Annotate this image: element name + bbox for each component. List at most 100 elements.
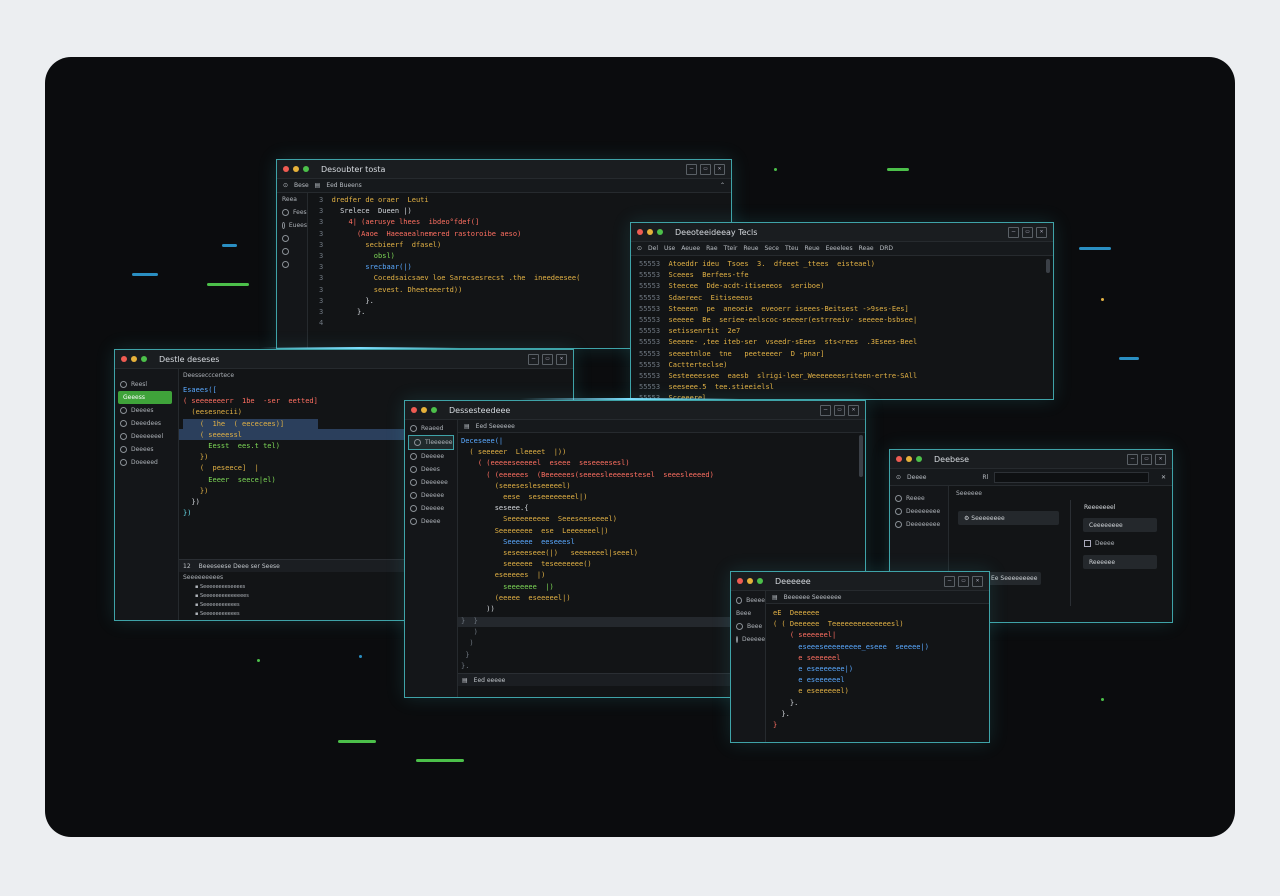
sidebar-item[interactable]: Deeee [405, 515, 457, 528]
tool-item[interactable]: Bese [294, 182, 309, 189]
close-icon[interactable]: ✕ [1155, 453, 1166, 465]
tool-icon[interactable]: ⊙ [896, 473, 902, 481]
code-editor[interactable]: Esaees([( seeeeeeerr 1be -ser eetted] (e… [183, 385, 318, 519]
small-button[interactable]: Ee Seeeeeeeee [985, 572, 1041, 585]
minimize-icon[interactable]: – [686, 163, 697, 175]
list-item[interactable]: ▪ Seeeeeeeeeeeeees [195, 593, 249, 599]
maximize-dot[interactable] [303, 166, 309, 172]
chevron-up-icon[interactable]: ⌃ [719, 182, 725, 189]
minimize-dot[interactable] [293, 166, 299, 172]
list-item[interactable]: ▪ Seeeeeeeeeees [195, 611, 240, 617]
tool-item[interactable]: Eed Bueens [326, 182, 362, 189]
maximize-dot[interactable] [657, 229, 663, 235]
close-dot[interactable] [737, 578, 743, 584]
close-icon[interactable]: ✕ [848, 404, 859, 416]
minimize-icon[interactable]: – [944, 575, 955, 587]
sidebar-item[interactable]: Deeeee [405, 450, 457, 463]
restore-icon[interactable]: ▭ [700, 163, 711, 175]
sidebar-item[interactable]: Deeedees [115, 417, 178, 430]
maximize-dot[interactable] [757, 578, 763, 584]
close-icon[interactable]: ✕ [1036, 226, 1047, 238]
sidebar-item[interactable]: Doeeeed [115, 456, 178, 469]
close-dot[interactable] [637, 229, 643, 235]
tool-item[interactable]: Eeeelees [825, 245, 853, 252]
tool-item[interactable]: Reue [743, 245, 759, 252]
sidebar-item[interactable]: Deeeeeeel [115, 430, 178, 443]
tool-icon[interactable]: ▤ [464, 422, 470, 430]
right-button-1[interactable]: Ceeeeeeee [1083, 518, 1157, 532]
tool-item[interactable]: Tteir [723, 245, 738, 252]
sidebar-item[interactable]: Deeeeeeee [890, 518, 948, 531]
close-icon[interactable]: ✕ [1160, 473, 1166, 481]
window-titlebar[interactable]: Desoubter tosta –▭✕ [277, 160, 731, 179]
tool-icon[interactable]: ⊙ [283, 182, 289, 189]
close-dot[interactable] [411, 407, 417, 413]
window-titlebar[interactable]: Deeoteeideeay Tecls –▭✕ [631, 223, 1053, 242]
window-database[interactable]: Deebese –▭✕ ⊙ Deeee Rl ✕ Reeee Deeeeeeee… [889, 449, 1173, 623]
sidebar-item[interactable]: Beeee [731, 594, 765, 607]
sidebar-item[interactable]: Beee [731, 620, 765, 633]
restore-icon[interactable]: ▭ [1141, 453, 1152, 465]
close-dot[interactable] [121, 356, 127, 362]
tool-item[interactable]: Reue [804, 245, 820, 252]
maximize-dot[interactable] [916, 456, 922, 462]
tool-item[interactable]: Rae [706, 245, 718, 252]
tool-item[interactable]: Eed Seeeeee [475, 422, 515, 430]
sidebar-item[interactable]: Geeess [118, 391, 172, 404]
minimize-icon[interactable]: – [528, 353, 539, 365]
sidebar-item[interactable] [277, 245, 307, 258]
sidebar-item[interactable]: Euees [277, 219, 307, 232]
minimize-dot[interactable] [131, 356, 137, 362]
sidebar-item[interactable]: Deeeeeeee [890, 505, 948, 518]
sidebar-item[interactable]: Reeee [890, 492, 948, 505]
sidebar-item[interactable]: Deees [405, 463, 457, 476]
search-input[interactable] [994, 471, 1149, 483]
sidebar-item[interactable]: Reesl [115, 378, 178, 391]
window-titlebar[interactable]: Dessesteedeee –▭✕ [405, 401, 865, 420]
restore-icon[interactable]: ▭ [542, 353, 553, 365]
close-dot[interactable] [283, 166, 289, 172]
restore-icon[interactable]: ▭ [958, 575, 969, 587]
minimize-dot[interactable] [747, 578, 753, 584]
minimize-icon[interactable]: – [1127, 453, 1138, 465]
sidebar-item[interactable]: Reea [282, 196, 297, 203]
sidebar-item[interactable] [277, 232, 307, 245]
window-editor[interactable]: Deeeeee –▭✕ Beeee Beee Beee Deeeee ▤ Bee… [730, 571, 990, 743]
sidebar-item[interactable] [277, 258, 307, 271]
maximize-dot[interactable] [141, 356, 147, 362]
minimize-dot[interactable] [421, 407, 427, 413]
restore-icon[interactable]: ▭ [834, 404, 845, 416]
tool-item[interactable]: Beeeeee Seeeeeee [783, 593, 842, 601]
scrollbar[interactable] [859, 435, 863, 477]
log-output[interactable]: 55553 Atoeddr ideu Tsoes 3. dfeeet _ttee… [639, 259, 917, 399]
tool-icon[interactable]: ▤ [772, 593, 778, 601]
list-item[interactable]: ▪ Seeeeeeeeeees [195, 602, 240, 608]
window-titlebar[interactable]: Destle deseses –▭✕ [115, 350, 573, 369]
sidebar-item[interactable]: Deeeee [405, 502, 457, 515]
minimize-dot[interactable] [906, 456, 912, 462]
close-icon[interactable]: ✕ [714, 163, 725, 175]
tool-item[interactable]: Reae [858, 245, 874, 252]
minimize-dot[interactable] [647, 229, 653, 235]
close-icon[interactable]: ✕ [556, 353, 567, 365]
sidebar-item[interactable]: Deeees [115, 404, 178, 417]
close-icon[interactable]: ✕ [972, 575, 983, 587]
tool-item[interactable]: Aeuee [681, 245, 701, 252]
scrollbar[interactable] [1046, 259, 1050, 273]
list-item[interactable]: ▪ Seeeeeeeeseeees [195, 584, 246, 590]
sidebar-item[interactable]: Deeeee [405, 489, 457, 502]
window-titlebar[interactable]: Deeeeee –▭✕ [731, 572, 989, 591]
close-dot[interactable] [896, 456, 902, 462]
primary-button[interactable]: ⚙ Seeeeeeee [958, 511, 1059, 525]
minimize-icon[interactable]: – [820, 404, 831, 416]
right-button-2[interactable]: Reeeeee [1083, 555, 1157, 569]
window-titlebar[interactable]: Deebese –▭✕ [890, 450, 1172, 469]
sidebar-item[interactable]: Reaeed [405, 422, 457, 435]
tool-item[interactable]: Del [648, 245, 659, 252]
right-checkbox[interactable]: Deeee [1084, 540, 1114, 547]
sidebar-item[interactable]: Tleeeeee [408, 435, 454, 450]
maximize-dot[interactable] [431, 407, 437, 413]
tool-item[interactable]: DRD [879, 245, 894, 252]
